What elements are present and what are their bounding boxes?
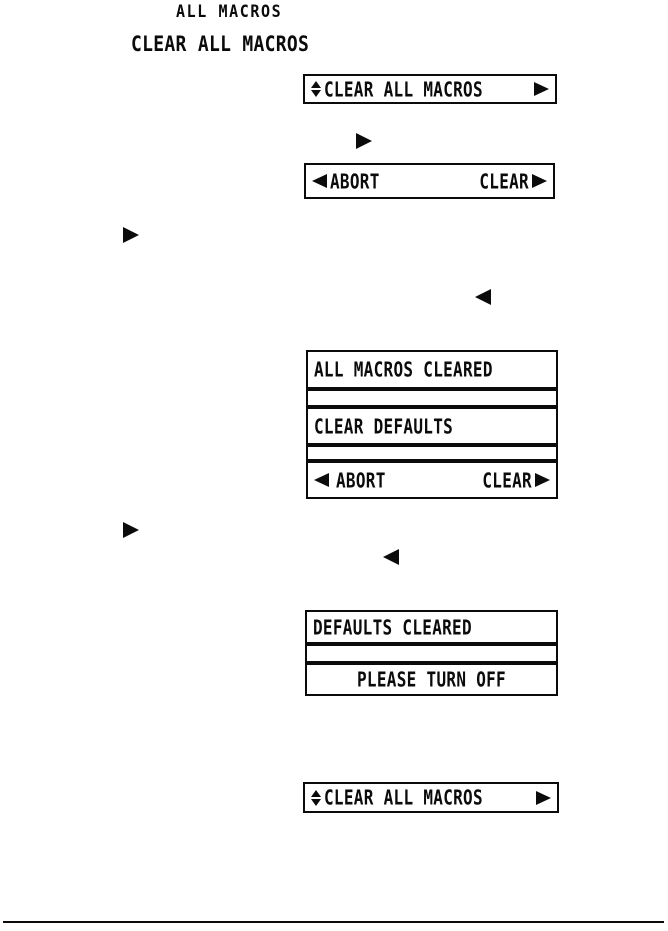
abort-label: ABORT xyxy=(330,169,380,193)
section-title: CLEAR ALL MACROS xyxy=(131,32,310,58)
up-arrow-icon xyxy=(311,789,321,797)
right-arrow-icon xyxy=(535,473,550,487)
lcd-display-select-clear-all-macros: CLEAR ALL MACROS xyxy=(303,74,557,104)
lcd-line: CLEAR ALL MACROS xyxy=(303,782,559,813)
right-arrow-icon xyxy=(534,82,549,96)
lcd-text: CLEAR ALL MACROS xyxy=(324,77,483,101)
page-footer-rule xyxy=(3,921,664,923)
lcd-line-status: DEFAULTS CLEARED xyxy=(305,610,558,644)
up-arrow-icon xyxy=(311,81,321,88)
left-arrow-icon xyxy=(383,549,399,565)
menu-text: CLEAR DEFAULTS xyxy=(314,414,454,438)
right-arrow-icon xyxy=(532,174,547,188)
lcd-line-menu: CLEAR DEFAULTS xyxy=(306,407,558,445)
lcd-display-macros-cleared: ALL MACROS CLEARED CLEAR DEFAULTS ABORT … xyxy=(306,350,558,499)
down-arrow-icon xyxy=(311,90,321,97)
lcd-line-abort-clear: ABORT CLEAR xyxy=(306,461,558,499)
status-text: DEFAULTS CLEARED xyxy=(313,615,472,639)
right-arrow-icon xyxy=(356,133,372,149)
left-arrow-icon xyxy=(314,473,329,487)
down-arrow-icon xyxy=(311,798,321,806)
right-arrow-icon xyxy=(123,522,139,538)
lcd-line-blank xyxy=(306,389,558,407)
prompt-text: PLEASE TURN OFF xyxy=(357,667,506,692)
clear-option: CLEAR xyxy=(482,468,550,492)
lcd-line: ABORT CLEAR xyxy=(304,163,555,199)
up-down-arrow-icon xyxy=(311,789,321,806)
left-arrow-icon xyxy=(312,174,327,188)
menu-path-label: ALL MACROS xyxy=(176,1,283,22)
abort-label: ABORT xyxy=(336,468,386,492)
up-down-arrow-icon xyxy=(311,81,321,97)
right-arrow-icon xyxy=(536,790,551,805)
lcd-text: CLEAR ALL MACROS xyxy=(324,785,483,810)
lcd-line-prompt: PLEASE TURN OFF xyxy=(305,663,558,696)
clear-label: CLEAR xyxy=(482,468,532,492)
lcd-line-blank xyxy=(306,445,558,461)
clear-label: CLEAR xyxy=(479,169,529,193)
lcd-line-blank xyxy=(305,644,558,663)
clear-option: CLEAR xyxy=(479,169,547,193)
abort-option: ABORT xyxy=(314,468,386,492)
abort-option: ABORT xyxy=(312,169,380,193)
lcd-line: CLEAR ALL MACROS xyxy=(303,74,557,104)
lcd-display-abort-clear: ABORT CLEAR xyxy=(304,163,555,199)
right-arrow-icon xyxy=(123,227,139,243)
left-arrow-icon xyxy=(475,289,491,305)
lcd-display-select-clear-all-macros: CLEAR ALL MACROS xyxy=(303,782,559,813)
status-text: ALL MACROS CLEARED xyxy=(314,357,493,382)
lcd-display-defaults-cleared: DEFAULTS CLEARED PLEASE TURN OFF xyxy=(305,610,558,696)
lcd-line-status: ALL MACROS CLEARED xyxy=(306,350,558,389)
